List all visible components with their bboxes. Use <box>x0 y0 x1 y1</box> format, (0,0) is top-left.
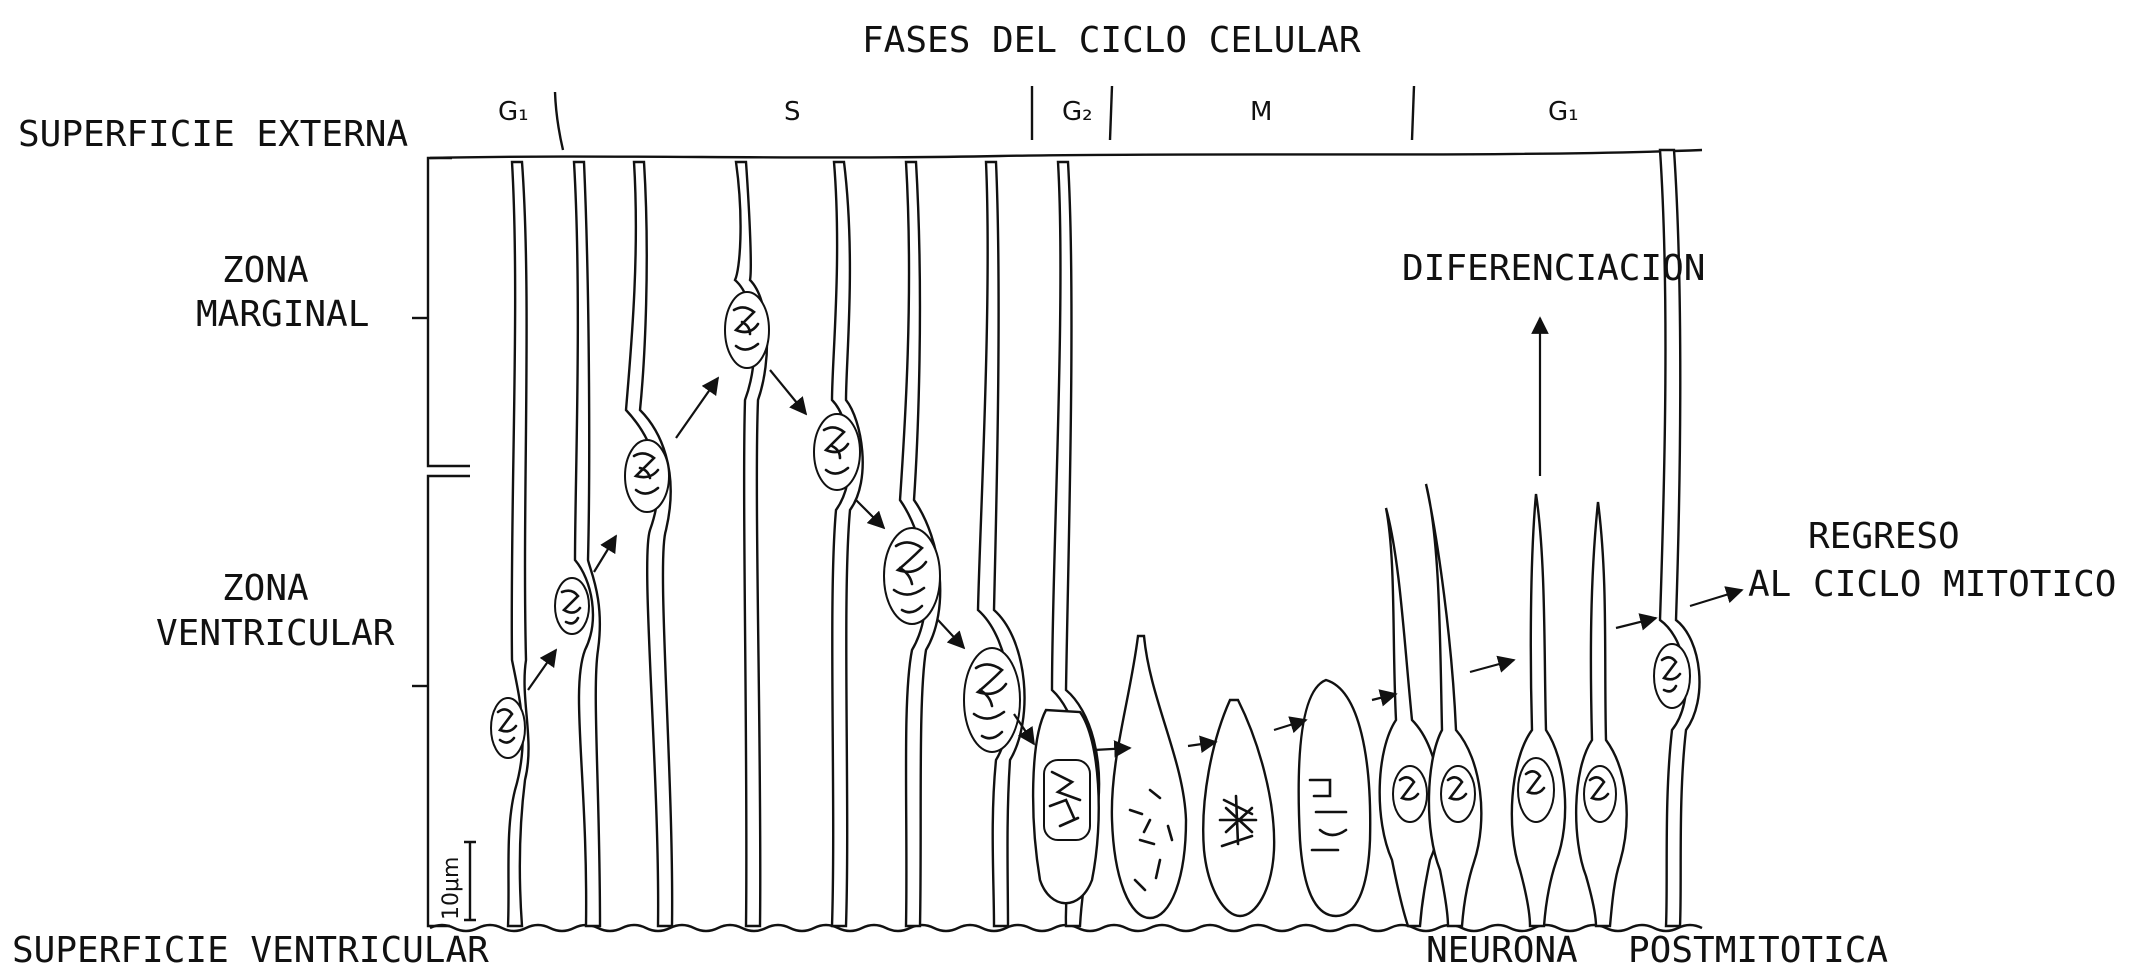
phase-label-g1-second: G₁ <box>1548 97 1579 127</box>
postmitotic-label: POSTMITOTICA <box>1628 930 1888 970</box>
diagram-title: FASES DEL CICLO CELULAR <box>862 20 1361 61</box>
ventricular-zone-label-line2: VENTRICULAR <box>156 613 395 654</box>
return-to-cycle-label-line1: REGRESO <box>1808 516 1960 557</box>
phase-label-g2: G₂ <box>1062 97 1093 127</box>
phase-dividers <box>555 86 1414 150</box>
phase-label-g1-first: G₁ <box>498 97 529 127</box>
phase-label-s: S <box>784 97 801 127</box>
differentiation-label: DIFERENCIACION <box>1402 248 1705 289</box>
mitotic-cells <box>1033 484 1690 926</box>
scale-bar: 10μm <box>439 842 476 920</box>
ventricular-surface-label: SUPERFICIE VENTRICULAR <box>12 930 489 970</box>
return-to-cycle-label-line2: AL CICLO MITOTICO <box>1748 564 2116 605</box>
external-surface-label: SUPERFICIE EXTERNA <box>18 114 408 155</box>
scale-bar-label: 10μm <box>439 857 464 920</box>
marginal-zone-label-line1: ZONA <box>222 250 309 291</box>
neuron-label: NEURONA <box>1426 930 1578 970</box>
external-surface-line <box>430 150 1702 158</box>
marginal-zone-label-line2: MARGINAL <box>196 294 369 335</box>
zone-brackets <box>412 158 470 926</box>
ventricular-zone-label-line1: ZONA <box>222 568 309 609</box>
phase-label-m: M <box>1250 97 1272 127</box>
